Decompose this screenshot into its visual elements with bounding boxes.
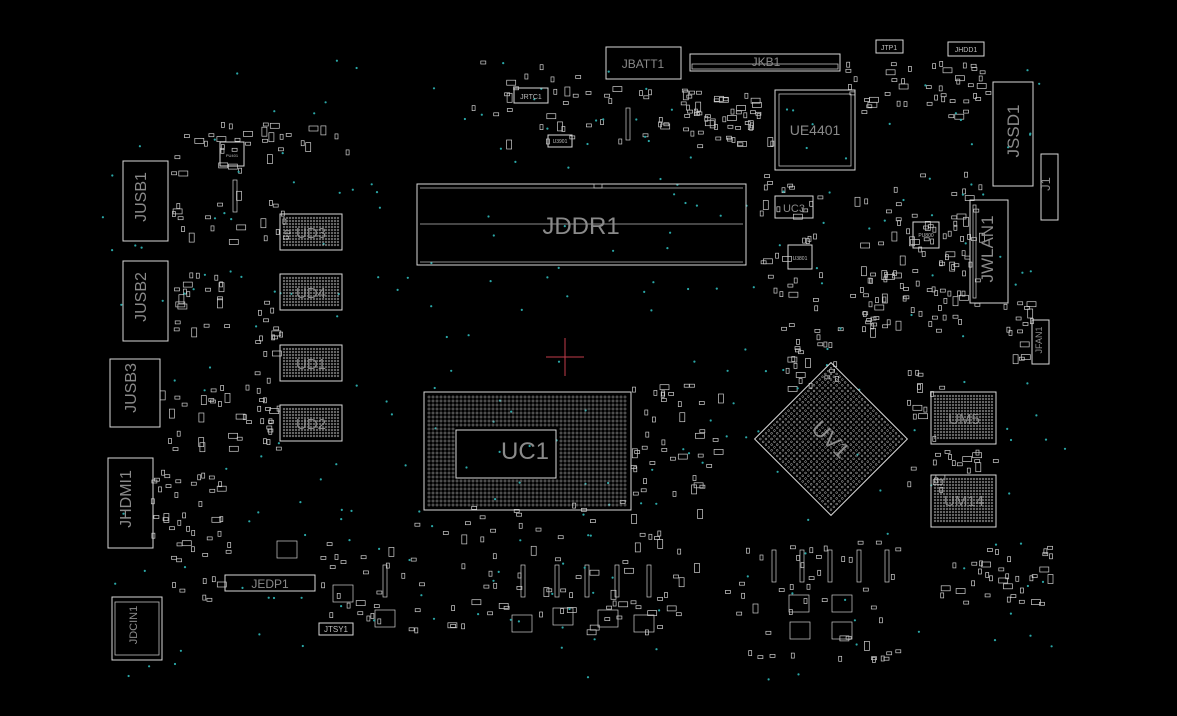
jbatt1-label: JBATT1 [622, 57, 665, 71]
jusb3-label: JUSB3 [123, 363, 140, 413]
jedp1-connector[interactable]: JEDP1 [224, 574, 316, 592]
jusb1-connector[interactable]: JUSB1 [122, 160, 169, 242]
u3901-chip[interactable]: U3901 [547, 134, 573, 148]
u3801-chip[interactable]: U3801 [787, 244, 813, 270]
um5-chip[interactable]: UM5 [930, 391, 997, 445]
ud3-chip[interactable]: UD3 [279, 213, 343, 251]
jddr1-connector[interactable]: JDDR1 [416, 183, 747, 266]
jtsy1-label: JTSY1 [324, 625, 349, 634]
jhdmi1-label: JHDMI1 [118, 470, 135, 528]
jusb3-connector[interactable]: JUSB3 [109, 358, 161, 428]
um14-chip[interactable]: UM14 [930, 474, 997, 528]
jssd1-label: JSSD1 [1004, 105, 1023, 158]
ue4401-label: UE4401 [790, 122, 841, 138]
origin-crosshair-marker [546, 338, 584, 376]
j1-connector[interactable]: J1 [1038, 153, 1059, 221]
jfan1-label: JFAN1 [1034, 326, 1044, 353]
ue4401-chip[interactable]: UE4401 [774, 89, 856, 171]
jusb2-connector[interactable]: JUSB2 [122, 260, 169, 342]
uc1-label: UC1 [501, 438, 549, 465]
jusb2-label: JUSB2 [133, 272, 150, 322]
uc1-cpu-chip[interactable]: UC1 [423, 391, 632, 511]
jtp1-connector[interactable]: JTP1 [875, 39, 904, 54]
jkb1-connector[interactable]: JKB1 [689, 53, 841, 72]
ud4-label: UD4 [296, 285, 326, 302]
jedp1-label: JEDP1 [251, 577, 289, 591]
jusb1-label: JUSB1 [133, 172, 150, 222]
jhdd1-label: JHDD1 [955, 47, 978, 54]
j1-label: J1 [1038, 177, 1053, 191]
uv1-label: UV1 [807, 415, 855, 463]
ud1-label: UD1 [296, 356, 326, 373]
ud2-chip[interactable]: UD2 [279, 404, 343, 442]
ud4-chip[interactable]: UD4 [279, 273, 343, 311]
jrtc1-label: JRTC1 [520, 94, 542, 101]
ud1-chip[interactable]: UD1 [279, 344, 343, 382]
uc3-chip[interactable]: UC3 [774, 195, 814, 219]
pu800-chip[interactable]: PU800 [912, 221, 940, 249]
small-components-layer [150, 60, 1054, 663]
uv1-gpu-chip[interactable]: UV1 [753, 361, 909, 517]
jddr1-label: JDDR1 [542, 213, 619, 240]
jfan1-connector[interactable]: JFAN1 [1031, 319, 1050, 365]
vias-layer [101, 59, 1067, 681]
jrtc1-connector[interactable]: JRTC1 [513, 87, 549, 104]
jbatt1-connector[interactable]: JBATT1 [605, 46, 682, 80]
jhdmi1-connector[interactable]: JHDMI1 [107, 457, 154, 549]
ud3-label: UD3 [296, 225, 326, 242]
jwlan1-connector[interactable]: JWLAN1 [969, 199, 1009, 304]
jdcin1-label: JDCIN1 [128, 606, 140, 645]
u3901-label: U3901 [553, 139, 568, 145]
ud2-label: UD2 [296, 416, 326, 433]
um5-label: UM5 [948, 411, 980, 428]
um14-label: UM14 [944, 493, 984, 510]
jssd1-connector[interactable]: JSSD1 [992, 81, 1034, 187]
pu401-chip[interactable]: PU401 [219, 141, 245, 167]
jkb1-label: JKB1 [752, 55, 781, 69]
jtp1-label: JTP1 [881, 45, 897, 52]
pu800-label: PU800 [918, 233, 934, 239]
jwlan1-label: JWLAN1 [978, 215, 997, 282]
pu401-label: PU401 [226, 153, 239, 158]
uc3-label: UC3 [783, 203, 805, 215]
jtsy1-connector[interactable]: JTSY1 [318, 622, 354, 636]
u3801-label: U3801 [793, 256, 808, 262]
jhdd1-connector[interactable]: JHDD1 [947, 41, 985, 57]
jdcin1-connector[interactable]: JDCIN1 [111, 596, 163, 661]
